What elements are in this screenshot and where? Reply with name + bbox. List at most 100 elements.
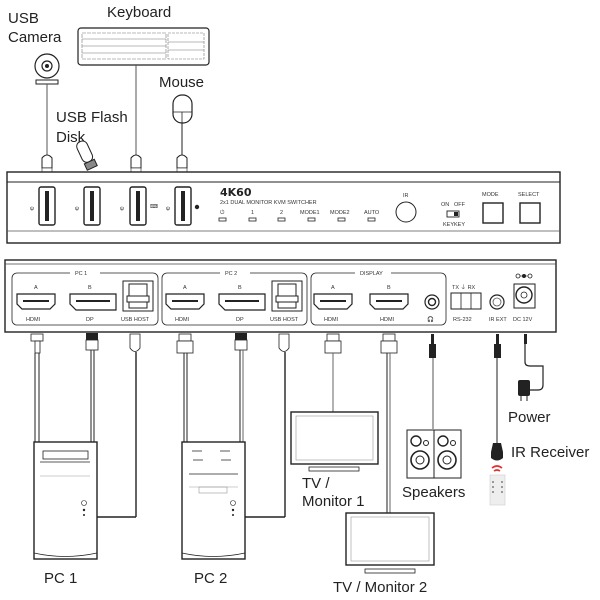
select-button[interactable] — [519, 202, 541, 224]
port-tag: A — [183, 285, 187, 291]
mouse-label: Mouse — [159, 74, 204, 91]
switch-off-label: OFF — [454, 202, 466, 208]
pc2-label: PC 2 — [194, 570, 227, 587]
mode-button-label: MODE — [482, 192, 499, 198]
cable-dc-power — [524, 334, 544, 391]
led-label-2: 2 — [280, 210, 283, 216]
cable-pc2-usb — [245, 333, 290, 518]
usb-flash-label-2: Disk — [56, 129, 86, 146]
cable-pc2-hdmi — [176, 333, 194, 442]
port-tag: A — [34, 285, 38, 291]
cable-audio — [429, 334, 436, 429]
ir-window-label: IR — [403, 193, 409, 199]
mouse-symbol-icon — [194, 204, 200, 210]
usb-camera-label-1: USB — [8, 10, 39, 27]
led-2 — [277, 217, 286, 222]
led-label-mode2: MODE2 — [330, 210, 350, 216]
port-label: DP — [236, 317, 244, 323]
led-label-mode1: MODE1 — [300, 210, 320, 216]
port-label: USB HOST — [121, 317, 150, 323]
ir-ext-label: IR EXT — [489, 317, 507, 323]
led-1 — [248, 217, 257, 222]
led-power — [218, 217, 227, 222]
led-indicators: ⏻ 1 2 MODE1 MODE2 AUTO — [218, 209, 380, 222]
speakers-label: Speakers — [402, 484, 465, 501]
headphone-icon: 🎧 — [427, 316, 434, 323]
usb-camera-icon — [34, 53, 60, 85]
keyboard-label: Keyboard — [107, 4, 171, 21]
select-button-label: SELECT — [518, 192, 540, 198]
port-label: HDMI — [175, 317, 190, 323]
remote-control-icon — [489, 474, 506, 506]
cable-display-a — [324, 333, 342, 412]
port-label: HDMI — [26, 317, 41, 323]
mouse-icon — [172, 94, 193, 124]
port-label: DP — [86, 317, 94, 323]
dc-power-port: DC 12V — [513, 273, 536, 323]
group-title: PC 2 — [225, 271, 237, 277]
monitor1-icon — [290, 411, 379, 472]
port-group-pc1: PC 1 A HDMI B DP USB HOST — [11, 269, 159, 326]
monitor2-icon — [345, 512, 435, 574]
port-tag: B — [88, 285, 92, 291]
usb-symbol-icon: ψ — [120, 206, 124, 212]
switch-on-label: ON — [441, 202, 449, 208]
port-label: HDMI — [380, 317, 395, 323]
power-adapter-icon — [518, 380, 530, 401]
front-usb-port-2: ψ — [75, 186, 101, 226]
usb-symbol-icon: ψ — [75, 206, 79, 212]
cable-pc1-dp — [85, 333, 99, 442]
usb-symbol-icon: ψ — [30, 206, 34, 212]
pc2-tower-icon — [181, 441, 246, 560]
front-usb-port-1: ψ — [30, 186, 56, 226]
keyboard-symbol-icon: ⌨ — [150, 203, 159, 210]
ir-receiver-label: IR Receiver — [511, 444, 589, 461]
port-group-pc2: PC 2 A HDMI B DP USB HOST — [161, 269, 308, 326]
port-group-display: DISPLAY A HDMI B HDMI 🎧 — [310, 269, 447, 326]
model-label: 2x1 DUAL MONITOR KVM SWITCHER — [220, 200, 317, 206]
led-auto — [367, 217, 376, 222]
group-title: PC 1 — [75, 271, 87, 277]
hotkey-switch-caption: KEYKEY — [443, 222, 465, 228]
port-tag: B — [238, 285, 242, 291]
power-label: Power — [508, 409, 551, 426]
front-usb-port-4-mouse: ψ — [166, 186, 200, 226]
led-mode2 — [337, 217, 346, 222]
monitor1-label-2: Monitor 1 — [302, 493, 365, 510]
port-label: USB HOST — [270, 317, 299, 323]
port-label: HDMI — [324, 317, 339, 323]
led-label-auto: AUTO — [364, 210, 380, 216]
cable-ir-ext — [494, 334, 501, 443]
port-tag: B — [387, 285, 391, 291]
led-label-1: 1 — [251, 210, 254, 216]
pc1-label: PC 1 — [44, 570, 77, 587]
led-mode1 — [307, 217, 316, 222]
hotkey-toggle-switch[interactable] — [446, 210, 460, 218]
rs232-label: RS-232 — [453, 317, 472, 323]
ir-signal-icon — [491, 465, 503, 472]
monitor1-label-1: TV / — [302, 475, 330, 492]
front-usb-port-3-keyboard: ψ ⌨ — [120, 186, 159, 226]
usb-flash-label-1: USB Flash — [56, 109, 128, 126]
rs232-pin-labels: TX ⏚ RX — [452, 284, 476, 291]
mode-button[interactable] — [482, 202, 504, 224]
pc1-tower-icon — [33, 441, 98, 560]
ir-receiver-icon — [491, 443, 503, 461]
usb-camera-label-2: Camera — [8, 29, 62, 46]
usb-plug-mouse — [176, 154, 188, 173]
led-label-power: ⏻ — [220, 209, 225, 216]
dc-label: DC 12V — [513, 317, 533, 323]
usb-flash-disk-icon — [76, 140, 98, 171]
group-title: DISPLAY — [360, 271, 383, 277]
cable-pc1-usb — [97, 333, 141, 518]
port-tag: A — [331, 285, 335, 291]
cable-pc2-dp — [234, 333, 248, 442]
ir-sensor-window — [395, 201, 417, 223]
usb-symbol-icon: ψ — [166, 206, 170, 212]
cable-pc1-hdmi — [30, 333, 44, 442]
speakers-icon — [406, 429, 462, 479]
usb-plug-camera — [41, 154, 53, 173]
ir-ext-port: IR EXT — [489, 294, 507, 323]
rs232-port: TX ⏚ RX RS-232 — [450, 284, 482, 323]
